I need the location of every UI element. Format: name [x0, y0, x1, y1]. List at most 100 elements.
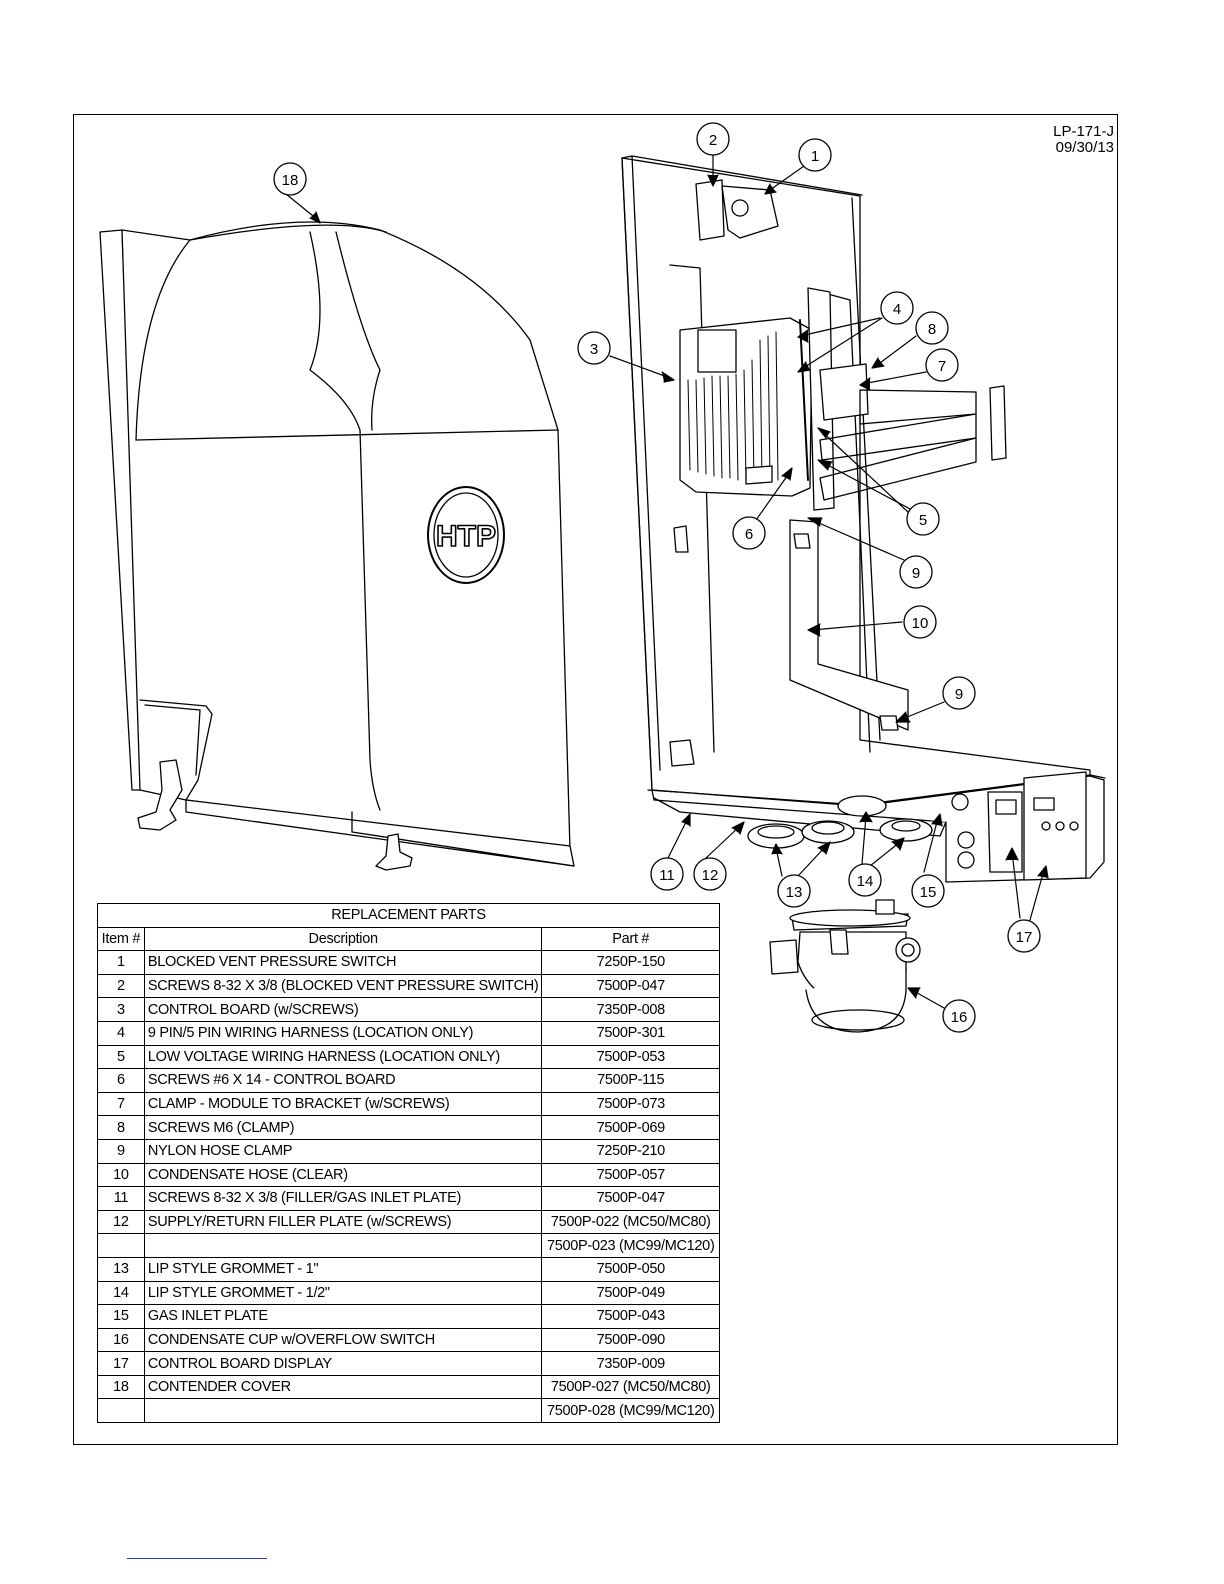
contender-cover: HTP	[99, 221, 575, 871]
part-number-cell: 7350P-008	[541, 997, 720, 1022]
callout-13: 13	[777, 874, 811, 908]
description-cell: BLOCKED VENT PRESSURE SWITCH	[143, 950, 543, 975]
item-number-cell: 4	[97, 1020, 145, 1046]
item-number-cell: 13	[97, 1256, 145, 1282]
description-cell: NYLON HOSE CLAMP	[143, 1138, 543, 1164]
callout-number: 7	[938, 358, 946, 375]
callout-number: 17	[1016, 929, 1033, 946]
description-cell: GAS INLET PLATE	[143, 1304, 543, 1329]
part-number-cell: 7500P-301	[541, 1020, 720, 1046]
item-number-cell	[97, 1233, 145, 1258]
callout-number: 8	[928, 321, 936, 338]
callout-12: 12	[693, 857, 727, 891]
callout-8: 8	[915, 311, 949, 345]
item-number-cell: 11	[97, 1186, 145, 1211]
part-number-cell: 7500P-053	[541, 1044, 720, 1070]
item-number-cell: 3	[97, 997, 145, 1022]
part-number-cell: 7500P-047	[541, 1186, 720, 1211]
item-number-cell: 14	[97, 1280, 145, 1306]
callout-14: 14	[848, 863, 882, 897]
item-number-cell: 7	[97, 1091, 145, 1117]
callout-5: 5	[906, 502, 940, 536]
callout-number: 18	[282, 172, 299, 189]
callout-7: 7	[925, 348, 959, 382]
description-cell: CONTENDER COVER	[143, 1374, 543, 1400]
part-number-cell: 7500P-022 (MC50/MC80)	[541, 1209, 720, 1235]
callout-number: 3	[590, 341, 598, 358]
callout-16: 16	[942, 999, 976, 1033]
description-cell: LOW VOLTAGE WIRING HARNESS (LOCATION ONL…	[143, 1044, 543, 1070]
callout-number: 11	[659, 867, 675, 884]
callout-1: 1	[798, 138, 832, 172]
callout-11: 11	[650, 857, 684, 891]
callout-number: 1	[811, 148, 819, 165]
callout-9-upper: 9	[899, 555, 933, 589]
description-cell: LIP STYLE GROMMET - 1"	[143, 1256, 543, 1282]
description-cell: CONDENSATE CUP w/OVERFLOW SWITCH	[143, 1327, 543, 1353]
drawing-date: 09/30/13	[1055, 139, 1114, 156]
column-header-part: Part #	[541, 926, 720, 952]
cover-logo-text: HTP	[436, 520, 496, 553]
description-cell: SUPPLY/RETURN FILLER PLATE (w/SCREWS)	[143, 1209, 543, 1235]
callout-number: 9	[912, 565, 920, 582]
callout-number: 13	[786, 884, 803, 901]
callout-17: 17	[1007, 919, 1041, 953]
drawing-number: LP-171-J	[1053, 123, 1114, 140]
part-number-cell: 7500P-115	[541, 1068, 720, 1093]
part-number-cell: 7350P-009	[541, 1351, 720, 1376]
callout-18: 18	[273, 162, 307, 196]
callout-number: 14	[857, 873, 874, 890]
description-cell: CONTROL BOARD DISPLAY	[143, 1351, 543, 1376]
callout-number: 6	[745, 526, 753, 543]
description-cell: SCREWS M6 (CLAMP)	[143, 1115, 543, 1140]
part-number-cell: 7500P-049	[541, 1280, 720, 1306]
description-cell: SCREWS #6 X 14 - CONTROL BOARD	[143, 1068, 543, 1093]
part-number-cell: 7500P-043	[541, 1304, 720, 1329]
description-cell	[143, 1398, 543, 1424]
table-row: 7500P-023 (MC99/MC120)	[97, 1233, 720, 1258]
item-number-cell: 2	[97, 973, 145, 999]
leader-lines	[285, 152, 1049, 1009]
item-number-cell: 15	[97, 1304, 145, 1329]
item-number-cell	[97, 1398, 145, 1424]
part-number-cell: 7250P-150	[541, 950, 720, 975]
item-number-cell: 18	[97, 1374, 145, 1400]
item-number-cell: 8	[97, 1115, 145, 1140]
callout-number: 4	[893, 301, 901, 318]
replacement-parts-table: REPLACEMENT PARTS Item # Description Par…	[97, 903, 720, 1424]
description-cell: SCREWS 8-32 X 3/8 (BLOCKED VENT PRESSURE…	[143, 973, 543, 999]
callouts: 1 2 3 4 5 6 7 8 9 9 10 11 12 13 14	[273, 122, 1041, 1033]
item-number-cell: 17	[97, 1351, 145, 1376]
description-cell	[143, 1233, 543, 1258]
part-number-cell: 7500P-023 (MC99/MC120)	[541, 1233, 720, 1258]
item-number-cell: 1	[97, 950, 145, 975]
part-number-cell: 7500P-047	[541, 973, 720, 999]
part-number-cell: 7500P-090	[541, 1327, 720, 1353]
column-header-description: Description	[143, 926, 543, 952]
description-cell: CONTROL BOARD (w/SCREWS)	[143, 997, 543, 1022]
drawing-id-block: LP-171-J 09/30/13	[1053, 124, 1114, 156]
callout-number: 9	[955, 686, 963, 703]
callout-number: 2	[709, 132, 717, 149]
description-cell: 9 PIN/5 PIN WIRING HARNESS (LOCATION ONL…	[143, 1020, 543, 1046]
table-title: REPLACEMENT PARTS	[97, 903, 720, 928]
callout-6: 6	[732, 516, 766, 550]
callout-number: 10	[912, 615, 929, 632]
footer-link-underline	[127, 1558, 267, 1559]
part-number-cell: 7500P-028 (MC99/MC120)	[541, 1398, 720, 1424]
drawing-frame	[73, 114, 1118, 1445]
callout-number: 16	[951, 1009, 968, 1026]
item-number-cell: 10	[97, 1162, 145, 1188]
